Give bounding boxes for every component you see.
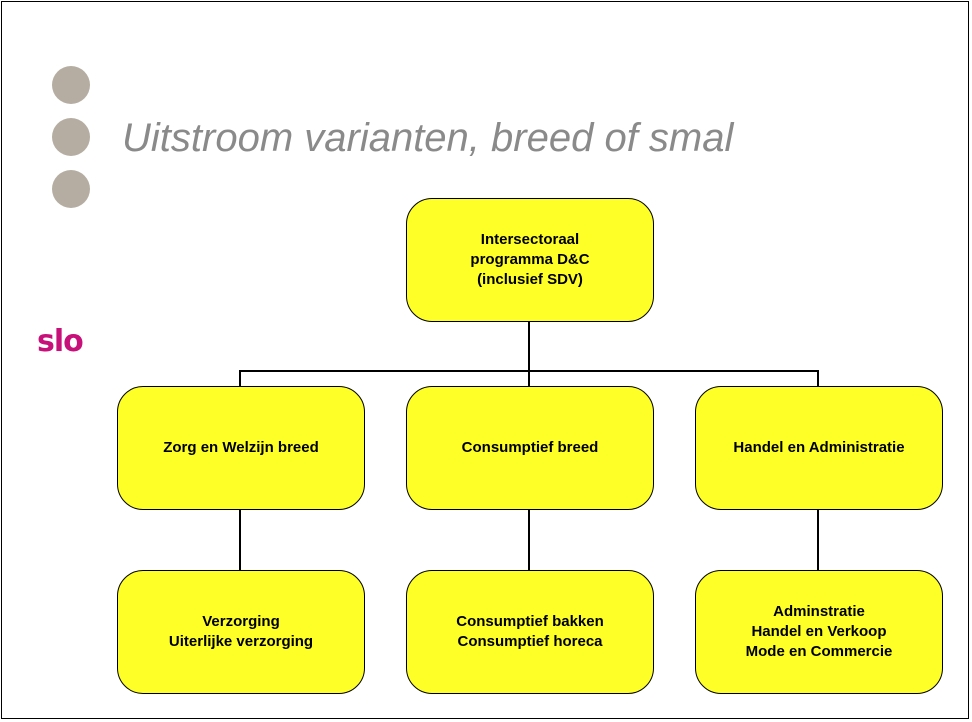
node-root-line-2: programma D&C <box>470 251 590 268</box>
bullet-dot-1 <box>52 66 90 104</box>
connector-middle-level3 <box>528 508 530 570</box>
node-root-line-1: Intersectoraal <box>480 231 580 248</box>
connector-left-level3 <box>239 508 241 570</box>
connector-left-down <box>239 370 241 388</box>
node-verzorging: Verzorging Uiterlijke verzorging <box>117 570 365 694</box>
connector-right-level3 <box>817 508 819 570</box>
connector-right-down <box>817 370 819 388</box>
node-line: Consumptief bakken <box>456 613 604 630</box>
node-line: Uiterlijke verzorging <box>168 633 314 650</box>
node-line: Handel en Verkoop <box>751 623 887 640</box>
slide-title: Uitstroom varianten, breed of smal <box>122 116 734 160</box>
connector-root-down <box>528 320 530 372</box>
node-zorg-en-welzijn: Zorg en Welzijn breed <box>117 386 365 510</box>
node-label: Handel en Administratie <box>733 439 905 456</box>
bullet-dot-3 <box>52 170 90 208</box>
node-administratie-handel-mode: Adminstratie Handel en Verkoop Mode en C… <box>695 570 943 694</box>
node-line: Consumptief horeca <box>457 633 603 650</box>
bullet-dot-2 <box>52 118 90 156</box>
node-label: Zorg en Welzijn breed <box>163 439 319 456</box>
node-line: Adminstratie <box>773 603 865 620</box>
node-consumptief-breed: Consumptief breed <box>406 386 654 510</box>
slo-logo: slo <box>37 324 84 359</box>
node-line: Mode en Commercie <box>745 643 893 660</box>
connector-middle-down <box>528 370 530 388</box>
node-handel-en-administratie: Handel en Administratie <box>695 386 943 510</box>
node-consumptief-bakken-horeca: Consumptief bakken Consumptief horeca <box>406 570 654 694</box>
node-root-line-3: (inclusief SDV) <box>477 271 583 288</box>
node-label: Consumptief breed <box>461 439 599 456</box>
node-root: Intersectoraal programma D&C (inclusief … <box>406 198 654 322</box>
node-line: Verzorging <box>202 613 280 630</box>
